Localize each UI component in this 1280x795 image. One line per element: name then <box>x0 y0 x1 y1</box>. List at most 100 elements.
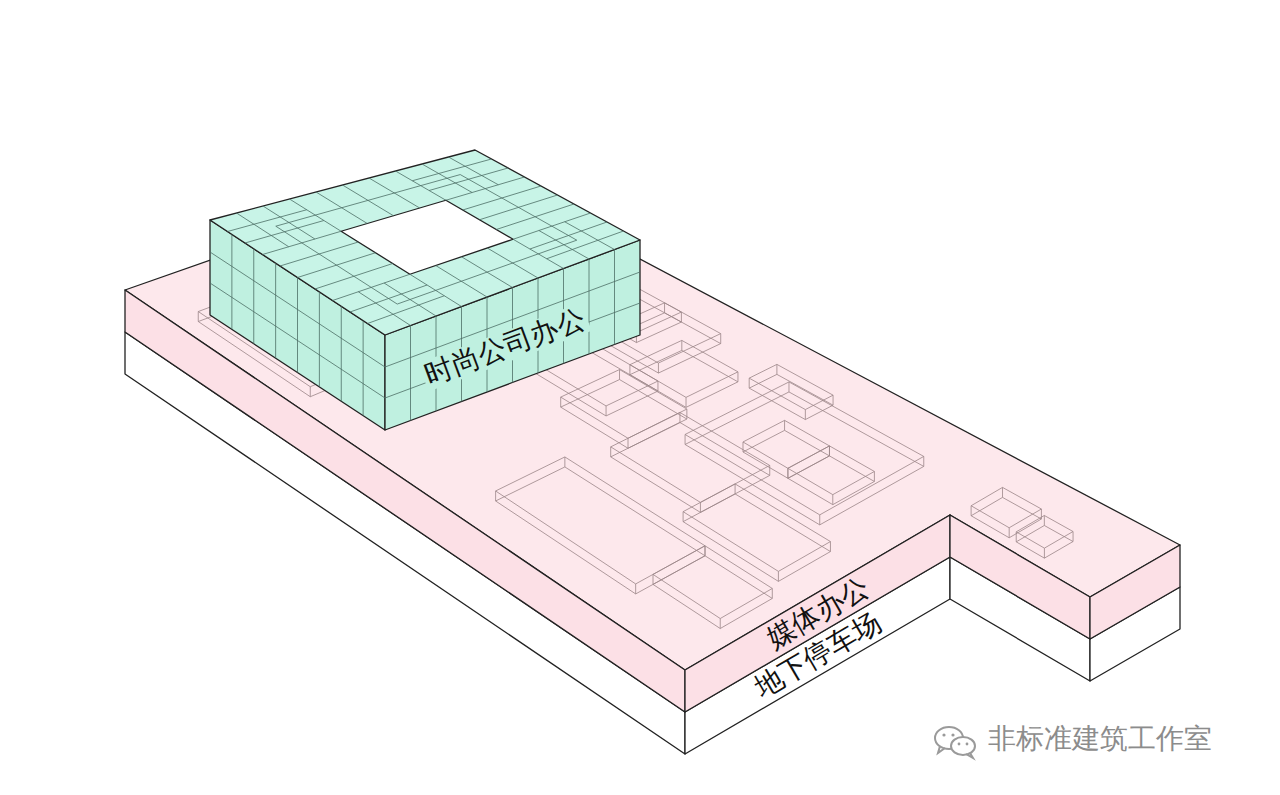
plan-line <box>636 333 637 343</box>
plan-line <box>565 222 615 250</box>
plan-line <box>749 364 833 409</box>
plan-line <box>805 410 806 420</box>
plan-line <box>362 365 363 375</box>
plan-line <box>769 465 770 475</box>
plan-line <box>602 303 720 363</box>
plan-line <box>686 397 687 407</box>
plan-line <box>561 370 687 439</box>
plan-line <box>629 365 630 375</box>
block-outline <box>190 130 660 450</box>
plan-line <box>495 491 496 501</box>
plan-line <box>1016 525 1073 558</box>
plan-line <box>341 306 342 401</box>
plan-line <box>602 331 603 341</box>
block-face <box>950 557 1090 681</box>
plan-line <box>597 266 598 276</box>
plan-line <box>720 619 721 629</box>
watermark: 非标准建筑工作室 <box>988 725 1212 753</box>
plan-line <box>560 397 561 407</box>
plan-line <box>833 395 834 405</box>
plan-line <box>610 447 611 457</box>
plan-line <box>685 434 686 444</box>
wechat-icon <box>932 722 982 762</box>
plan-line <box>679 412 680 422</box>
block-face <box>125 290 685 712</box>
plan-line <box>368 296 445 324</box>
plan-line <box>735 484 736 494</box>
plan-line <box>830 542 831 552</box>
plan-line <box>788 456 875 505</box>
plan-line <box>787 468 788 478</box>
plan-line <box>787 468 788 478</box>
plan-line <box>564 457 565 467</box>
plan-line <box>681 340 682 350</box>
plan-line <box>614 250 615 345</box>
plan-line <box>971 487 1041 527</box>
plan-line <box>685 382 924 515</box>
plan-line <box>685 392 924 525</box>
plan-line <box>749 378 750 388</box>
plan-line <box>658 363 659 373</box>
plan-line <box>611 412 770 502</box>
plan-line <box>250 292 251 302</box>
plan-line <box>788 446 875 495</box>
plan-line <box>788 382 789 392</box>
plan-line <box>681 312 682 322</box>
plan-line <box>705 546 706 556</box>
plan-line <box>1044 548 1045 558</box>
plan-line <box>410 326 411 421</box>
plan-line <box>198 312 199 322</box>
plan-line <box>602 313 720 373</box>
plan-line <box>628 438 629 448</box>
plan-line <box>363 321 364 416</box>
plan-line <box>522 342 658 416</box>
plan-line <box>589 259 590 354</box>
plan-line <box>496 457 705 584</box>
plan-line <box>310 387 311 397</box>
plan-line <box>923 456 924 466</box>
plan-line <box>1002 487 1003 497</box>
plan-line <box>552 276 681 343</box>
plan-line <box>683 512 684 522</box>
plan-line <box>611 422 770 512</box>
plan-line <box>522 332 658 406</box>
plan-line <box>819 515 820 525</box>
plan-line <box>521 355 522 365</box>
plan-line <box>1044 515 1045 525</box>
plan-line <box>784 420 785 430</box>
plan-line <box>683 484 830 571</box>
plan-line <box>653 574 654 584</box>
plan-line <box>547 231 624 259</box>
plan-line <box>275 263 276 358</box>
plan-line <box>496 467 705 594</box>
plan-line <box>630 350 738 407</box>
plan-line <box>630 340 738 397</box>
plan-line <box>749 374 833 419</box>
plan-line <box>552 285 553 295</box>
plan-line <box>198 292 362 387</box>
plan-line <box>276 175 577 304</box>
plan-line <box>552 266 681 333</box>
plan-line <box>683 494 830 581</box>
plan-line <box>664 303 665 313</box>
plan-line <box>358 292 410 326</box>
plan-line <box>297 278 298 373</box>
plan-line <box>449 157 499 185</box>
plan-line <box>686 409 687 419</box>
plan-line <box>743 430 829 478</box>
block-face <box>125 332 685 754</box>
plan-line <box>253 249 254 344</box>
block-face <box>685 557 950 754</box>
block-face <box>1090 587 1180 681</box>
plan-line <box>832 495 833 505</box>
plan-line <box>198 302 362 397</box>
plan-line <box>720 334 721 344</box>
plan-line <box>742 442 743 452</box>
plan-line <box>971 506 972 516</box>
plan-line <box>606 406 607 416</box>
plan-line <box>573 332 574 342</box>
plan-line <box>619 370 620 380</box>
plan-line <box>829 446 830 456</box>
plan-line <box>653 546 772 619</box>
plan-line <box>1073 532 1074 542</box>
